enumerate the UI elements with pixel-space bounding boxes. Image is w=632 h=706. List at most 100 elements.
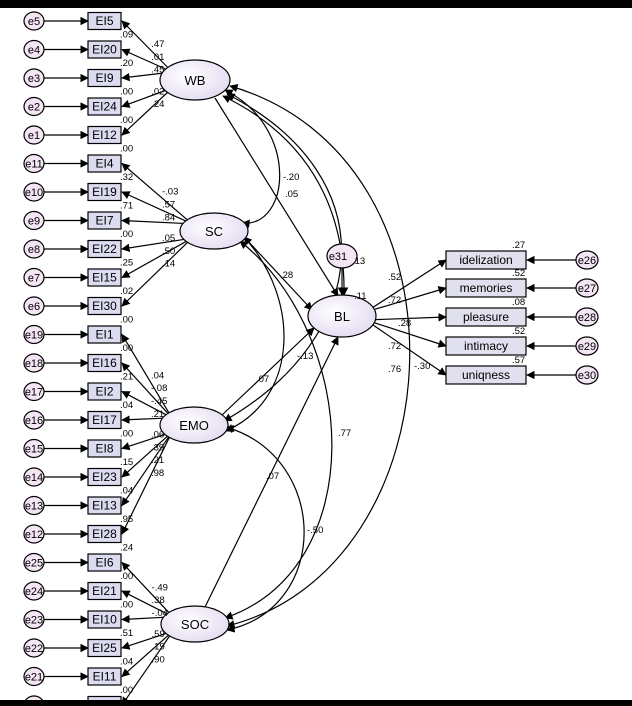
indicator-label: EI10 <box>92 613 117 627</box>
loading-arrow <box>121 237 193 307</box>
indicator-box <box>445 278 527 298</box>
r-squared-label: .51 <box>120 628 133 639</box>
indicator-box <box>87 211 122 230</box>
cov-wb-emo <box>223 93 343 422</box>
indicator-label: EI4 <box>95 157 113 171</box>
error-label: e3 <box>28 73 40 85</box>
path-emo-bl <box>221 327 315 416</box>
error-label: e2 <box>28 102 40 114</box>
indicator-box <box>87 296 122 316</box>
loading-arrow <box>121 48 173 73</box>
loading-arrow <box>121 561 174 618</box>
loading-weight: .24 <box>151 99 164 110</box>
loading-weight: .90 <box>152 654 165 665</box>
loading-weight: -.04 <box>152 608 168 619</box>
cov-sc-emo <box>225 236 285 432</box>
error-label: e6 <box>28 301 40 313</box>
indicator-box <box>87 97 122 116</box>
error-label: e10 <box>25 187 43 199</box>
r-squared-label: .00 <box>120 115 133 126</box>
error-term <box>23 438 45 459</box>
weight-emo-bl: .07 <box>256 374 269 385</box>
indicator-box <box>445 336 527 356</box>
error-label: e14 <box>25 472 43 484</box>
cov-wb-soc <box>226 84 411 629</box>
loading-weight: -.03 <box>162 187 178 198</box>
loading-weight: .57 <box>162 199 175 210</box>
r-squared-label: .00 <box>120 571 133 582</box>
error-label: e27 <box>578 283 596 295</box>
indicator-label: EI7 <box>95 214 113 228</box>
weight-wb-bl-b: .05 <box>285 189 298 200</box>
loading-arrow <box>365 319 447 376</box>
loading-arrow <box>121 162 193 225</box>
loading-arrow <box>121 237 192 252</box>
error-term <box>23 666 45 687</box>
indicator-label: memories <box>460 281 513 295</box>
error-label: e15 <box>25 444 43 456</box>
error-term <box>23 68 45 88</box>
loading-arrow <box>121 431 173 507</box>
cov-wb-bl <box>222 95 349 296</box>
error-label: e5 <box>28 16 40 28</box>
error-label: e11 <box>25 159 43 171</box>
loading-weight: .21 <box>151 409 164 420</box>
error-term <box>23 239 45 259</box>
loading-arrow <box>121 216 192 226</box>
error-term <box>23 495 45 516</box>
loading-arrow <box>121 431 173 478</box>
weight-emo-bl-b: -.13 <box>297 351 313 362</box>
r-squared-label: .04 <box>120 486 133 497</box>
loading-weight: .05 <box>162 233 175 244</box>
loading-weight: -.45 <box>151 396 167 407</box>
r-squared-label: .71 <box>120 201 133 212</box>
indicator-label: uniqness <box>462 368 510 382</box>
error-label: e28 <box>578 312 596 324</box>
r-squared-label: .20 <box>120 58 133 69</box>
r-squared-label: .00 <box>120 229 133 240</box>
indicator-label: idelization <box>459 253 512 267</box>
error-term <box>23 267 45 288</box>
latent-label: BL <box>334 309 350 324</box>
error-label: e30 <box>578 370 596 382</box>
r-squared-label: .02 <box>120 286 133 297</box>
indicator-label: intimacy <box>464 339 508 353</box>
loading-weight: .72 <box>388 341 401 352</box>
error-term <box>23 324 45 345</box>
error-label: e29 <box>578 341 596 353</box>
error-term <box>23 581 45 601</box>
error-label: e24 <box>25 586 43 598</box>
loading-weight: .02 <box>151 86 164 97</box>
error-label: e17 <box>25 387 43 399</box>
error-term <box>23 125 45 145</box>
loading-weight: .39 <box>151 442 164 453</box>
cov-sc-soc <box>224 240 333 620</box>
indicator-box <box>445 365 527 385</box>
r-squared-label: .00 <box>120 144 133 155</box>
loading-weight: .98 <box>151 468 164 479</box>
error-term <box>23 11 45 31</box>
indicator-box <box>87 439 122 458</box>
latent-label: SC <box>205 224 223 239</box>
r-squared-label: .04 <box>120 400 133 411</box>
r-squared-label: .08 <box>512 297 525 308</box>
cov-emo-soc <box>225 425 305 633</box>
node-layer <box>23 11 599 700</box>
loading-arrow <box>121 333 173 419</box>
indicator-label: EI26 <box>92 698 117 700</box>
indicator-label: EI21 <box>92 584 117 598</box>
error-label: e13 <box>25 501 43 513</box>
error-term <box>575 278 599 298</box>
latent-emo <box>159 406 229 444</box>
error-term <box>23 353 45 373</box>
r-squared-label: .25 <box>120 258 133 269</box>
error-label: e18 <box>25 358 43 370</box>
loading-arrow <box>121 87 173 136</box>
indicator-box <box>87 382 122 401</box>
loading-arrow <box>121 87 173 108</box>
error-term <box>23 182 45 202</box>
indicator-label: EI30 <box>92 299 117 313</box>
loading-arrow <box>365 259 447 313</box>
r-squared-label: .15 <box>120 457 133 468</box>
